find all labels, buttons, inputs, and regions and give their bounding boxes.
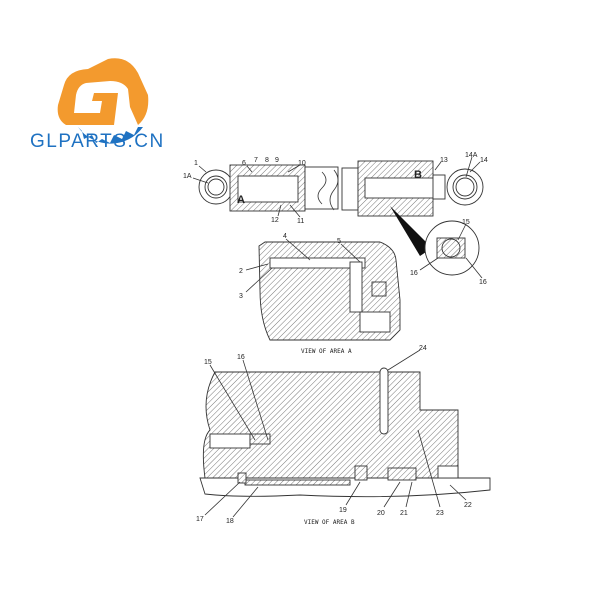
area-marker-a: A — [237, 194, 245, 206]
callout-2: 2 — [239, 268, 243, 275]
callout-11: 11 — [297, 218, 304, 225]
callout-18: 18 — [226, 518, 234, 525]
callout-9: 9 — [275, 157, 279, 164]
callout-14a: 14A — [465, 152, 478, 159]
cylinder-overview: 1 1A 6 7 8 9 10 12 11 13 14A 14 15 16 16… — [183, 152, 488, 286]
excavator-gear-logo-icon — [57, 58, 149, 144]
callout-1: 1 — [194, 160, 198, 167]
area-marker-b: B — [414, 169, 422, 181]
view-of-area-a: 4 5 2 3 VIEW OF AREA A — [239, 233, 401, 355]
callout-13: 13 — [440, 157, 448, 164]
callout-8: 8 — [265, 157, 269, 164]
callout-20: 20 — [377, 510, 385, 517]
callout-19: 19 — [339, 507, 347, 514]
callout-15: 15 — [462, 219, 470, 226]
callout-15: 15 — [204, 359, 212, 366]
callout-5: 5 — [337, 238, 341, 245]
callout-23: 23 — [436, 510, 444, 517]
view-of-area-b: 24 15 16 17 18 19 20 21 23 22 VIEW OF AR… — [196, 345, 491, 526]
callout-3: 3 — [239, 293, 243, 300]
caption-view-of-area-a: VIEW OF AREA A — [301, 348, 352, 355]
callout-16: 16 — [237, 354, 245, 361]
callout-1a: 1A — [183, 173, 192, 180]
callout-22: 22 — [464, 502, 472, 509]
caption-view-of-area-b: VIEW OF AREA B — [304, 519, 355, 526]
callout-12: 12 — [271, 217, 279, 224]
callout-16: 16 — [410, 270, 418, 277]
callout-21: 21 — [400, 510, 408, 517]
callout-14: 14 — [480, 157, 488, 164]
callout-10: 10 — [298, 160, 306, 167]
callout-6: 6 — [242, 160, 246, 167]
callout-7: 7 — [254, 157, 258, 164]
callout-24: 24 — [419, 345, 427, 352]
callout-16: 16 — [479, 279, 487, 286]
callout-17: 17 — [196, 516, 204, 523]
callout-4: 4 — [283, 233, 287, 240]
logo-text: GLPARTS.CN — [30, 131, 165, 152]
